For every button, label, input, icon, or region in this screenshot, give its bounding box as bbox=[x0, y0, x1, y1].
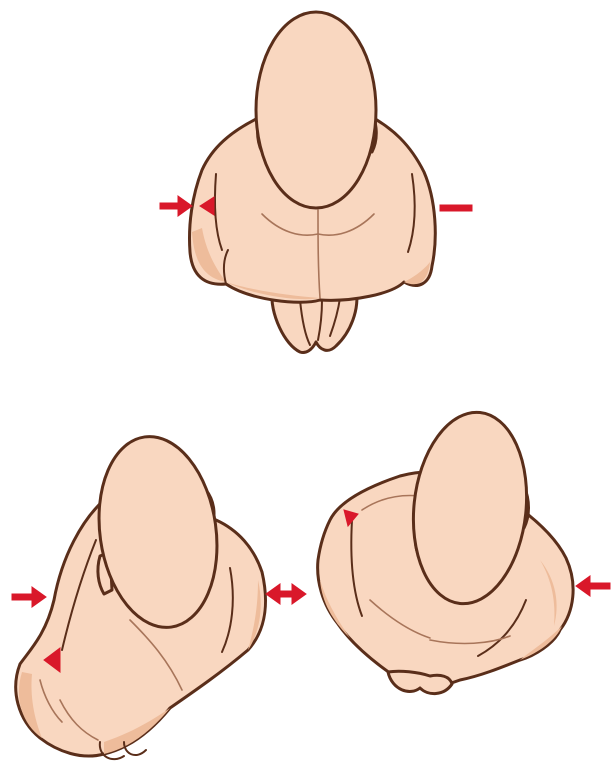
figure-bottom-right-right-arrow bbox=[576, 576, 610, 596]
figure-top-head bbox=[256, 12, 376, 208]
figure-bottom-left bbox=[12, 429, 306, 759]
figure-bottom-right bbox=[318, 407, 610, 694]
figure-bottom-left-double-arrow bbox=[266, 584, 306, 604]
figure-top-left-arrow bbox=[160, 196, 192, 216]
figure-top-right-dash bbox=[440, 205, 472, 211]
figure-bottom-left-left-arrow bbox=[12, 587, 46, 607]
figure-top bbox=[160, 12, 472, 353]
